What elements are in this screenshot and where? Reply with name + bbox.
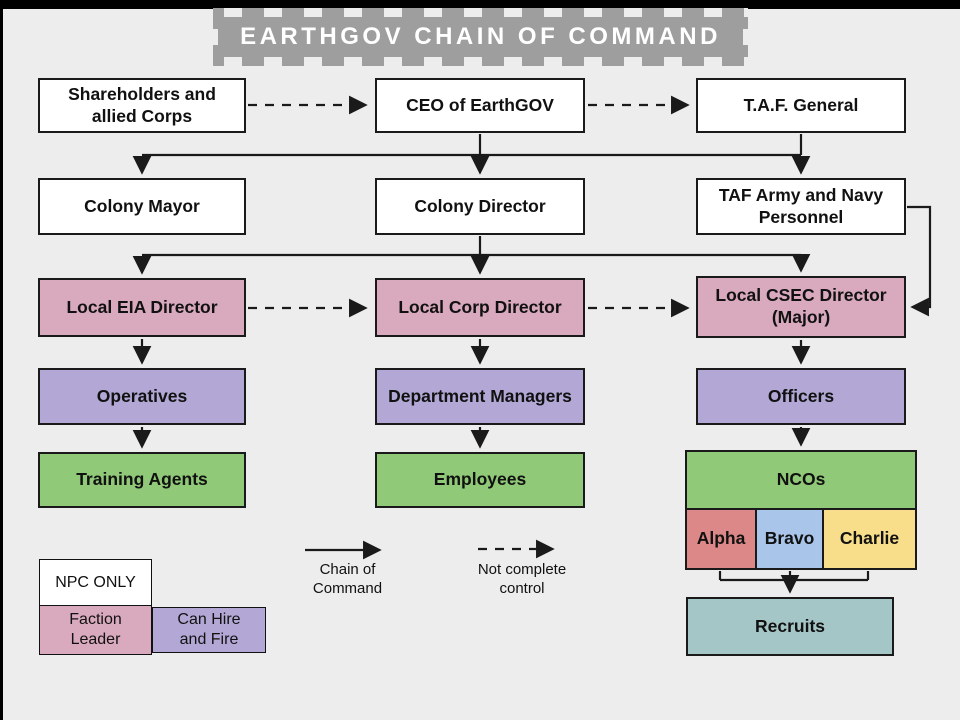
node-ceo: CEO of EarthGOV — [375, 78, 585, 133]
node-employees: Employees — [375, 452, 585, 508]
banner-notch-right — [743, 29, 751, 45]
node-eia-director: Local EIA Director — [38, 278, 246, 337]
node-recruits: Recruits — [686, 597, 894, 656]
node-squad-charlie: Charlie — [822, 508, 917, 570]
banner-notch-left — [210, 29, 218, 45]
top-border-bar — [0, 0, 960, 9]
legend-can-hire-and-fire: Can Hire and Fire — [152, 607, 266, 653]
node-dept-managers: Department Managers — [375, 368, 585, 425]
node-colony-mayor: Colony Mayor — [38, 178, 246, 235]
legend-npc-only: NPC ONLY — [39, 559, 152, 607]
node-ncos: NCOs — [685, 450, 917, 510]
node-squad-bravo: Bravo — [755, 508, 824, 570]
node-squad-alpha: Alpha — [685, 508, 757, 570]
node-colony-director: Colony Director — [375, 178, 585, 235]
node-operatives: Operatives — [38, 368, 246, 425]
left-border-bar — [0, 0, 3, 720]
node-taf-general: T.A.F. General — [696, 78, 906, 133]
node-csec-director: Local CSEC Director (Major) — [696, 276, 906, 338]
node-corp-director: Local Corp Director — [375, 278, 585, 337]
node-officers: Officers — [696, 368, 906, 425]
title-banner: EARTHGOV CHAIN OF COMMAND — [210, 8, 751, 66]
legend-chain-of-command-label: Chain of Command — [312, 561, 383, 597]
legend-not-complete-control-label: Not complete control — [477, 561, 567, 597]
node-shareholders: Shareholders and allied Corps — [38, 78, 246, 133]
legend-faction-leader: Faction Leader — [39, 605, 152, 655]
node-training-agents: Training Agents — [38, 452, 246, 508]
node-taf-army-navy: TAF Army and Navy Personnel — [696, 178, 906, 235]
page-title: EARTHGOV CHAIN OF COMMAND — [240, 23, 721, 50]
